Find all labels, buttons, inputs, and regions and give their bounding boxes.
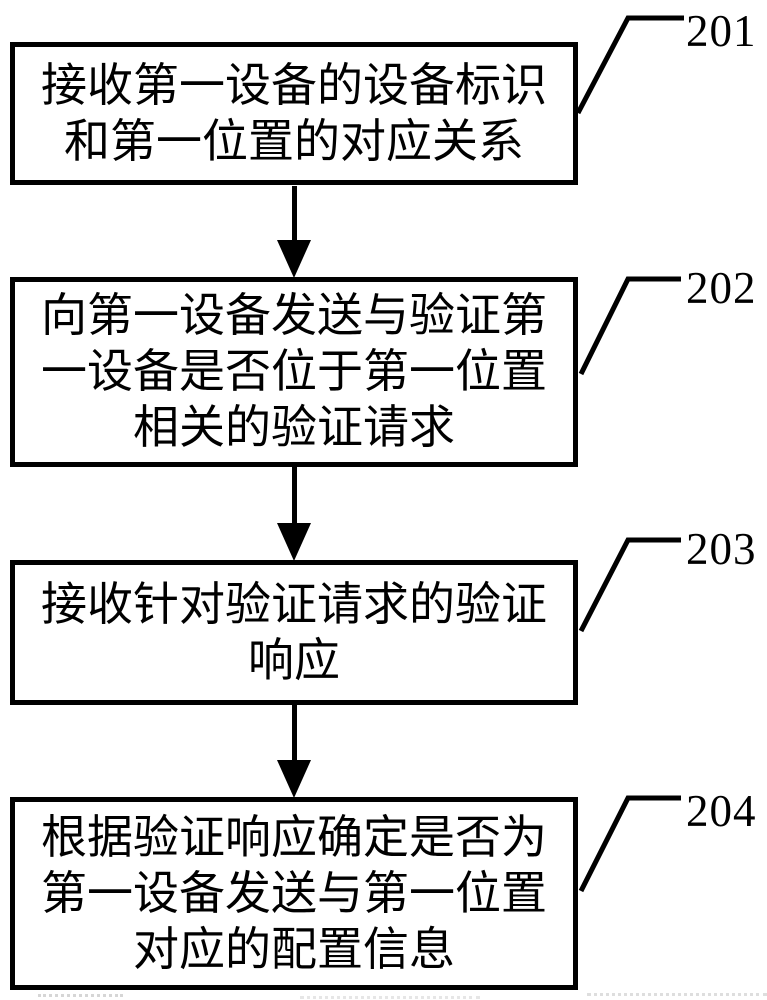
- step-203-text-line-1: 接收针对验证请求的验证: [41, 578, 547, 630]
- step-203-text-line-2: 响应: [248, 634, 340, 686]
- down-arrow-shaft-2: [292, 466, 297, 528]
- ref-label-204: 204: [686, 786, 757, 836]
- step-202-text-line-2: 一设备是否位于第一位置: [41, 346, 547, 397]
- ref-label-201: 201: [686, 6, 757, 56]
- step-201-text-line-1: 接收第一设备的设备标识: [41, 59, 547, 111]
- ref-label-202: 202: [686, 263, 757, 313]
- scan-artifact: [300, 996, 480, 999]
- callout-line-201: [575, 15, 684, 115]
- step-204-text-line-2: 第一设备发送与第一位置: [41, 867, 547, 919]
- step-202-text-line-1: 向第一设备发送与验证第: [41, 290, 547, 341]
- ref-label-203: 203: [686, 524, 757, 574]
- scan-artifact: [587, 993, 767, 996]
- callout-line-202: [578, 276, 681, 376]
- down-arrow-shaft-3: [292, 704, 297, 765]
- flow-step-204: 根据验证响应确定是否为 第一设备发送与第一位置 对应的配置信息: [10, 797, 578, 990]
- flow-step-201: 接收第一设备的设备标识 和第一位置的对应关系: [10, 42, 578, 185]
- step-202-text-line-3: 相关的验证请求: [133, 402, 455, 453]
- callout-line-204: [578, 795, 681, 893]
- down-arrow-head-icon: [277, 760, 311, 798]
- scan-artifact: [38, 994, 123, 997]
- flow-step-203: 接收针对验证请求的验证 响应: [10, 560, 578, 705]
- step-204-text-line-3: 对应的配置信息: [133, 923, 455, 975]
- down-arrow-head-icon: [277, 240, 311, 278]
- down-arrow-head-icon: [277, 523, 311, 561]
- callout-line-203: [578, 537, 681, 633]
- down-arrow-shaft-1: [292, 186, 297, 246]
- flow-step-202: 向第一设备发送与验证第 一设备是否位于第一位置 相关的验证请求: [10, 277, 578, 467]
- step-201-text-line-2: 和第一位置的对应关系: [64, 115, 524, 167]
- step-204-text-line-1: 根据验证响应确定是否为: [41, 811, 547, 863]
